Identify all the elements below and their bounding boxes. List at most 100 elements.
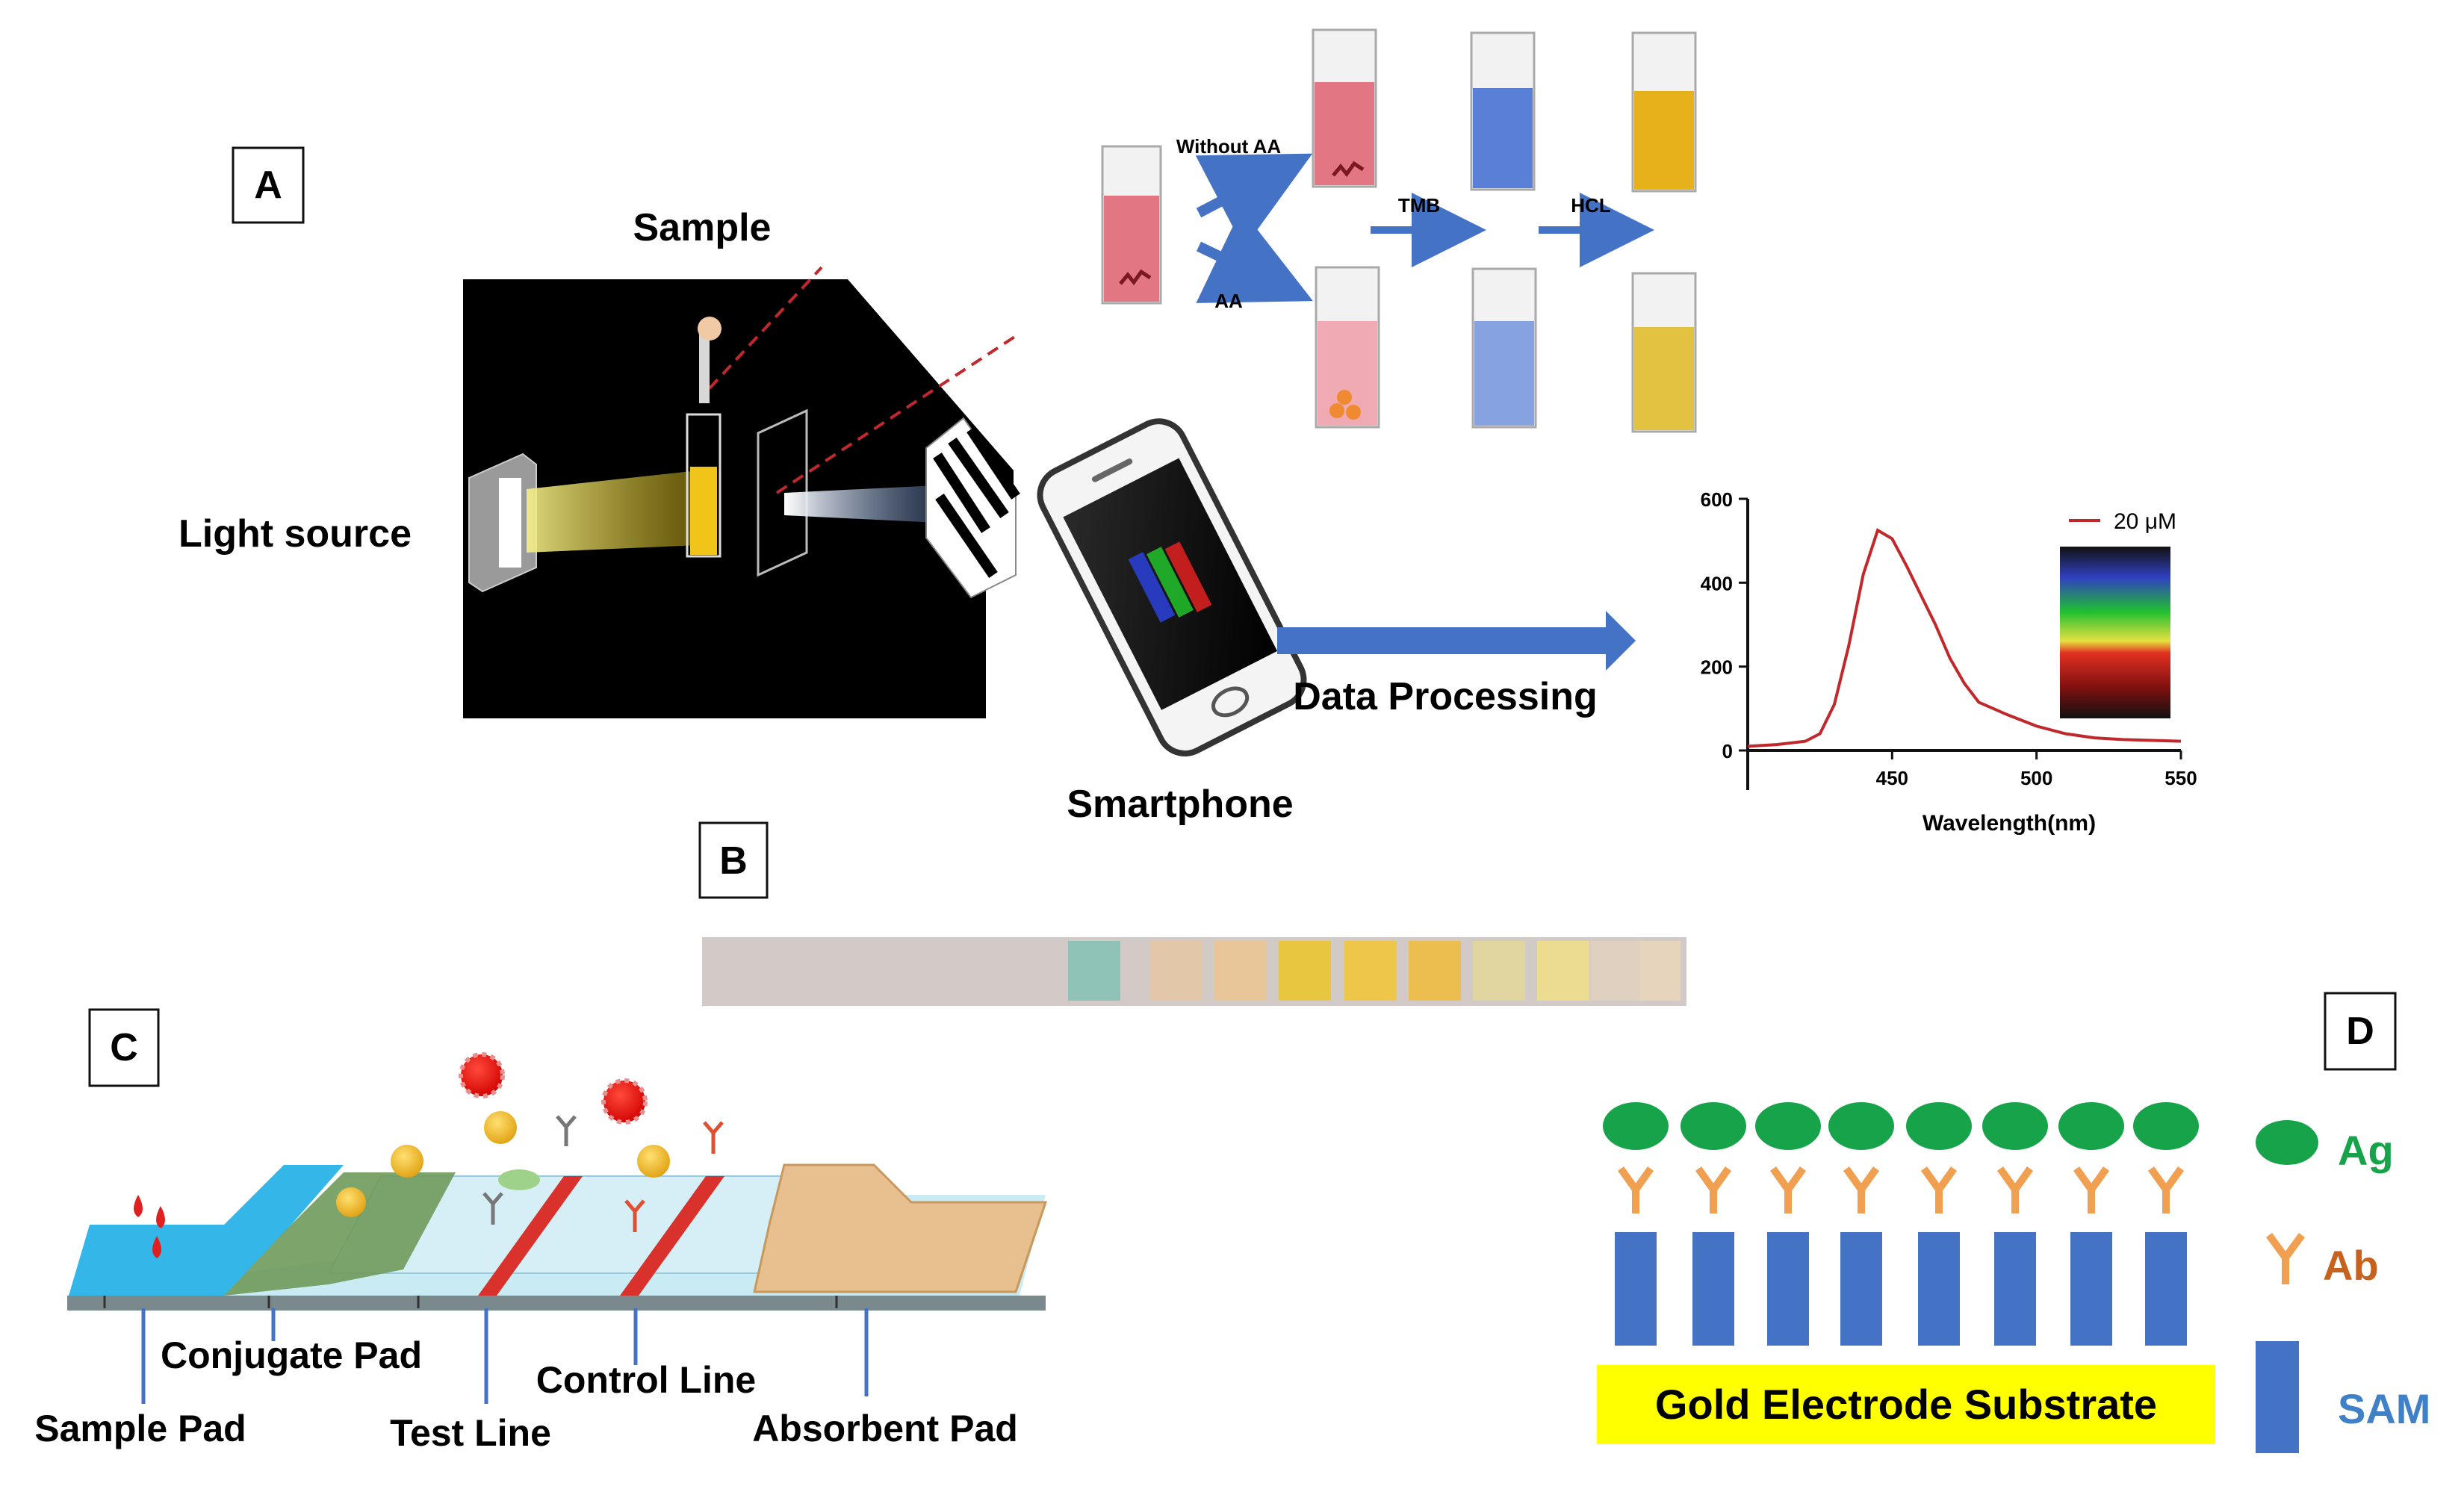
guide-line-upper (708, 266, 823, 390)
strip-edge (67, 1296, 1046, 1311)
panel-a-label: A (254, 164, 282, 207)
x-tick-label: 550 (2164, 767, 2197, 789)
gold-nanoparticle-icon (484, 1111, 517, 1144)
sam-column (1994, 1232, 2036, 1346)
sample-label: Sample (633, 206, 772, 249)
panel-a-label-box (232, 146, 305, 224)
strip-pad-1 (1068, 941, 1120, 1001)
gold-nanoparticle-icon (336, 1187, 366, 1217)
sample-drop-icon (156, 1206, 165, 1228)
antigen-icon (1982, 1102, 2048, 1150)
sam-column (1918, 1232, 1960, 1346)
antibody-icon (2073, 1166, 2110, 1213)
test-line-label: Test Line (390, 1412, 551, 1454)
cuvette-row1-yellow (1631, 31, 1697, 193)
y-tick-label: 0 (1722, 740, 1733, 762)
sam-column (1840, 1232, 1882, 1346)
cuvette-row1-blue (1470, 31, 1536, 191)
antigen-icon (2058, 1102, 2124, 1150)
strip-pad-2 (1150, 941, 1202, 1001)
absorbent-pad (753, 1163, 1048, 1293)
antibody-icon (1695, 1166, 1732, 1213)
panel-b-label-box (698, 821, 769, 899)
diffraction-grating (925, 417, 1020, 599)
antibody-icon (1769, 1166, 1807, 1213)
control-line (620, 1176, 724, 1296)
antibody-icon (1920, 1166, 1958, 1213)
gold-nanoparticle-icon (391, 1145, 423, 1178)
x-tick-label: 500 (2020, 767, 2052, 789)
panel-a: A Sample Light source (179, 28, 2197, 836)
sample-drop-icon (134, 1195, 143, 1217)
antigen-icon (1755, 1102, 1821, 1150)
strip-pad-8 (1537, 941, 1589, 1001)
control-line-label: Control Line (536, 1359, 756, 1401)
strip-pad-4 (1279, 941, 1331, 1001)
light-source-label: Light source (179, 512, 412, 556)
arrow-without-aa (1195, 153, 1313, 249)
arrow-aa (1196, 208, 1313, 303)
sample-pad (69, 1165, 344, 1296)
antigen-complex-icon (459, 1052, 505, 1098)
strip-pad-3 (1214, 941, 1267, 1001)
test-line (478, 1176, 583, 1296)
antigen-icon (1828, 1102, 1894, 1150)
hcl-label: HCL (1571, 194, 1611, 217)
strip-pad-10 (1640, 941, 1681, 1001)
sam-legend-icon (2256, 1341, 2299, 1453)
antigen-complex-icon (601, 1078, 648, 1125)
panel-b: B (698, 821, 1686, 1006)
x-tick-label: 450 (1876, 767, 1908, 789)
control-antibody-icon (703, 1121, 724, 1154)
sam-column (1692, 1232, 1734, 1346)
sam-column (1615, 1232, 1657, 1346)
spectrometer-enclosure (463, 279, 1014, 718)
ab-label: Ab (2323, 1242, 2379, 1289)
pipette (699, 329, 710, 403)
sample-pad-label: Sample Pad (34, 1408, 246, 1449)
without-aa-label: Without AA (1176, 135, 1282, 158)
strip-pad-9 (1591, 941, 1643, 1001)
gold-nanoparticle-icon (637, 1145, 670, 1178)
antigen-icon (1906, 1102, 1972, 1150)
lateral-flow-strip (67, 1052, 1048, 1311)
antibody-legend-icon (2265, 1233, 2306, 1284)
substrate-label: Gold Electrode Substrate (1655, 1381, 2157, 1428)
panel-d-label: D (2346, 1010, 2374, 1053)
series-line-20uM (1747, 528, 2182, 748)
sam-column (2145, 1232, 2187, 1346)
sample-drop-icon (152, 1236, 161, 1258)
ag-label: Ag (2338, 1127, 2394, 1174)
hand-icon (698, 317, 721, 341)
test-strip (702, 937, 1686, 1006)
smartphone-device (1037, 418, 1307, 757)
spectrum-chart: 0 200 400 600 450 500 550 Wavelength(nm) 20 μ… (1701, 488, 2197, 836)
strip-pad-5 (1344, 941, 1397, 1001)
y-tick-label: 600 (1701, 488, 1733, 511)
panel-d: D Gold Electrode Substrate Ag Ab SAM (1597, 992, 2430, 1453)
legend-label: 20 μM (2114, 509, 2176, 534)
conjugate-pad (224, 1172, 456, 1296)
cuvette-scheme: Without AA AA (1101, 28, 1697, 433)
sam-column (1767, 1232, 1809, 1346)
panel-b-label: B (719, 839, 748, 883)
antibody-icon (1617, 1166, 1654, 1213)
sensor-stack (1603, 1102, 2199, 1346)
data-processing-arrow (1277, 611, 1636, 671)
guide-line-lower (775, 335, 1017, 494)
panel-d-label-box (2324, 992, 2397, 1071)
strip-pad-6 (1409, 941, 1461, 1001)
x-axis-label: Wavelength(nm) (1923, 811, 2096, 836)
aa-label: AA (1214, 290, 1243, 312)
panel-c-label-box (88, 1008, 160, 1087)
y-tick-label: 400 (1701, 572, 1733, 594)
y-tick-label: 200 (1701, 656, 1733, 679)
sample-cuvette (686, 413, 721, 558)
conjugate-pad-label: Conjugate Pad (161, 1334, 422, 1376)
antigen-icon (1681, 1102, 1746, 1150)
antibody-icon (2147, 1166, 2185, 1213)
transmitted-beam (784, 485, 937, 523)
yellow-light-beam (527, 470, 698, 553)
smartphone-label: Smartphone (1067, 783, 1293, 826)
